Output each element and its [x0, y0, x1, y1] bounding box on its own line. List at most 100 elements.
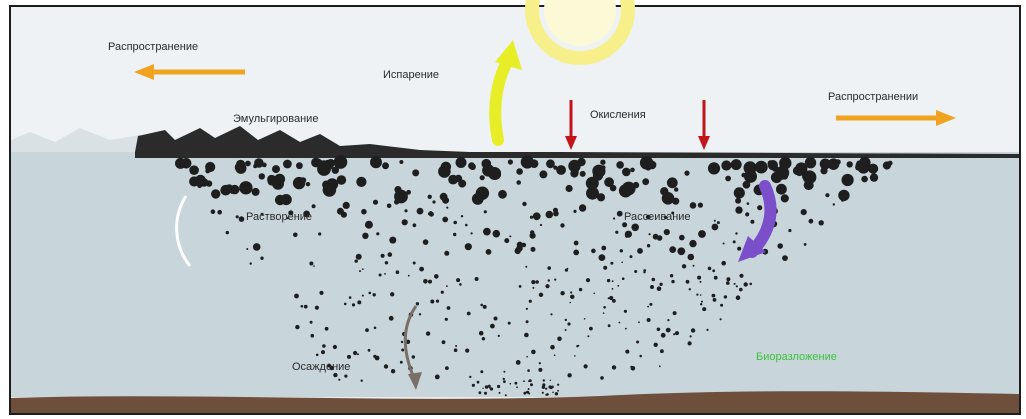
oil-droplet — [205, 162, 215, 172]
oil-droplet — [365, 328, 369, 332]
oil-droplet — [311, 334, 315, 338]
oil-droplet — [522, 202, 526, 206]
oil-droplet — [675, 331, 679, 335]
oil-droplet — [546, 211, 554, 219]
oil-droplet — [737, 247, 741, 251]
oil-droplet — [825, 193, 829, 197]
oil-droplet — [672, 198, 679, 205]
oil-droplet — [697, 276, 701, 280]
oil-droplet — [720, 318, 722, 320]
oil-droplet — [454, 348, 458, 352]
oil-droplet — [547, 266, 551, 270]
oil-droplet — [584, 364, 588, 368]
oil-droplet — [735, 206, 742, 213]
oil-droplet — [870, 173, 878, 181]
oil-droplet — [461, 215, 463, 217]
oil-droplet — [539, 293, 543, 297]
oil-droplet — [524, 333, 529, 338]
sediment-particle — [557, 384, 559, 386]
oil-droplet — [438, 165, 451, 178]
oil-droplet — [453, 221, 457, 225]
oil-droplet — [648, 161, 657, 170]
oil-droplet — [698, 203, 703, 208]
oil-droplet — [667, 319, 669, 321]
oil-droplet — [603, 266, 607, 270]
oil-droplet — [453, 233, 456, 236]
oil-droplet — [211, 189, 220, 198]
oil-droplet — [362, 268, 364, 270]
sediment-particle — [550, 386, 553, 389]
oil-droplet — [690, 202, 697, 209]
oil-droplet — [315, 306, 319, 310]
oil-droplet — [404, 209, 407, 212]
oil-droplet — [396, 270, 400, 274]
oil-droplet — [659, 283, 662, 286]
oil-droplet — [567, 268, 569, 270]
oil-droplet — [387, 204, 392, 209]
oil-droplet — [723, 243, 725, 245]
oil-droplet — [540, 224, 542, 226]
oil-droplet — [456, 278, 460, 282]
oil-droplet — [254, 158, 264, 168]
oil-droplet — [608, 324, 611, 327]
oil-droplet — [344, 375, 347, 378]
sediment-particle — [557, 390, 559, 392]
oil-droplet — [484, 210, 487, 213]
sediment-particle — [523, 380, 525, 382]
oil-droplet — [750, 220, 754, 224]
oil-droplet — [390, 292, 394, 296]
oil-droplet — [744, 282, 748, 286]
oil-droplet — [757, 205, 762, 210]
oil-droplet — [468, 162, 475, 169]
oil-droplet — [819, 220, 824, 225]
oil-droplet — [423, 279, 428, 284]
oil-droplet — [667, 177, 678, 188]
oil-droplet — [847, 161, 853, 167]
oil-droplet — [721, 160, 731, 170]
oil-droplet — [617, 285, 619, 287]
oil-droplet — [554, 354, 556, 356]
oil-droplet — [531, 350, 536, 355]
sediment-particle — [530, 383, 533, 386]
oil-droplet — [293, 233, 298, 238]
oil-droplet — [747, 202, 750, 205]
oil-droplet — [573, 250, 579, 256]
oil-droplet — [706, 329, 708, 331]
oil-droplet — [493, 230, 501, 238]
oil-droplet — [586, 187, 599, 200]
label-oxidation: Окисления — [590, 109, 646, 121]
oil-droplet — [483, 305, 487, 309]
oil-droplet — [660, 187, 668, 195]
oil-droplet — [659, 365, 661, 367]
oil-droplet — [362, 233, 368, 239]
oil-droplet — [698, 230, 706, 238]
oil-droplet — [688, 254, 695, 261]
oil-droplet — [838, 190, 849, 201]
oil-droplet — [712, 294, 716, 298]
oil-droplet — [620, 249, 623, 252]
oil-droplet — [666, 328, 671, 333]
oil-droplet — [447, 306, 451, 310]
oil-droplet — [554, 279, 556, 281]
oil-droplet — [643, 269, 646, 272]
oil-droplet — [389, 316, 394, 321]
oil-droplet — [720, 304, 723, 307]
oil-droplet — [700, 294, 702, 296]
oil-droplet — [603, 306, 606, 309]
oil-droplet — [617, 211, 623, 217]
label-dissolution: Растворение — [246, 211, 312, 223]
oil-droplet — [586, 278, 590, 282]
oil-droplet — [211, 209, 216, 214]
oil-droplet — [625, 350, 629, 354]
oil-droplet — [545, 284, 549, 288]
oil-droplet — [630, 255, 633, 258]
sediment-particle — [528, 388, 530, 390]
oil-droplet — [260, 257, 263, 260]
oil-droplet — [402, 219, 408, 225]
oil-droplet — [539, 362, 541, 364]
oil-droplet — [304, 305, 308, 309]
oil-droplet — [503, 378, 505, 380]
oil-droplet — [369, 292, 372, 295]
oil-droplet — [456, 157, 467, 168]
